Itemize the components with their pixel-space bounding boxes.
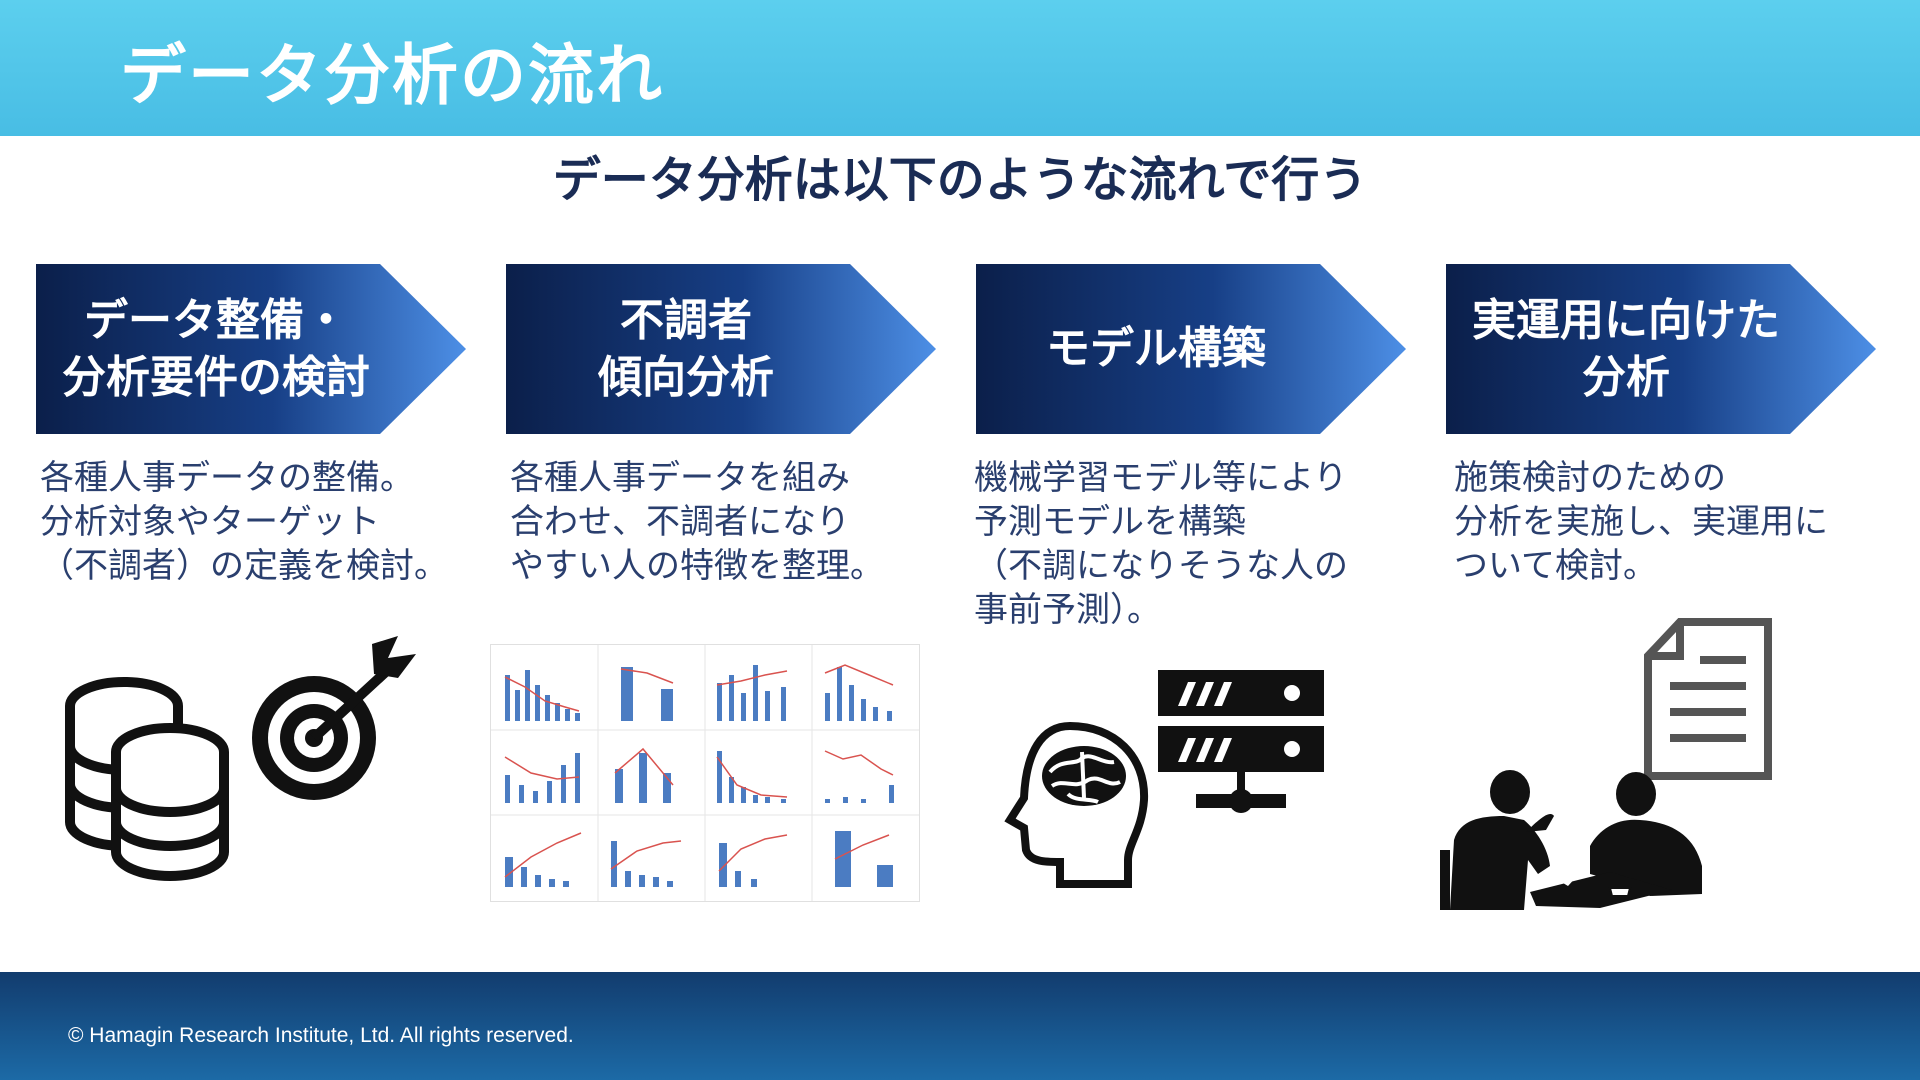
step-3-description: 機械学習モデル等により 予測モデルを構築 （不調になりそうな人の 事前予測）。 <box>974 458 1348 630</box>
step-3: モデル構築 <box>976 264 1406 434</box>
server-icon <box>1158 670 1324 813</box>
step-1-label: データ整備・ 分析要件の検討 <box>62 294 370 403</box>
step-4-description: 施策検討のための 分析を実施し、実運用に ついて検討。 <box>1454 458 1828 586</box>
brain-head-icon <box>1004 721 1149 888</box>
step-arrow <box>506 264 936 434</box>
step-1: データ整備・ 分析要件の検討 <box>36 264 466 434</box>
step-arrow <box>1446 264 1876 434</box>
database-icon <box>65 677 229 881</box>
page-subtitle: データ分析は以下のような流れで行う <box>552 152 1368 208</box>
step-arrow <box>36 264 466 434</box>
step-arrow <box>976 264 1406 434</box>
step-4: 実運用に向けた 分析 <box>1446 264 1876 434</box>
copyright-text: © Hamagin Research Institute, Ltd. All r… <box>68 1024 574 1047</box>
target-icon <box>252 636 416 800</box>
step-1-description: 各種人事データの整備。 分析対象やターゲット （不調者）の定義を検討。 <box>40 458 448 586</box>
step-2-label: 不調者 傾向分析 <box>598 294 774 403</box>
step-3-label: モデル構築 <box>1046 323 1266 375</box>
step-2: 不調者 傾向分析 <box>506 264 936 434</box>
document-icon <box>1644 618 1772 780</box>
step-4-label: 実運用に向けた 分析 <box>1472 294 1780 403</box>
chart-grid-icon <box>490 644 920 902</box>
meeting-people-icon <box>1440 770 1702 910</box>
header-bar: データ分析の流れ <box>0 0 1920 136</box>
step-2-description: 各種人事データを組み 合わせ、不調者になり やすい人の特徴を整理。 <box>510 458 884 586</box>
footer-bar <box>0 972 1920 1080</box>
page-title: データ分析の流れ <box>120 37 664 114</box>
